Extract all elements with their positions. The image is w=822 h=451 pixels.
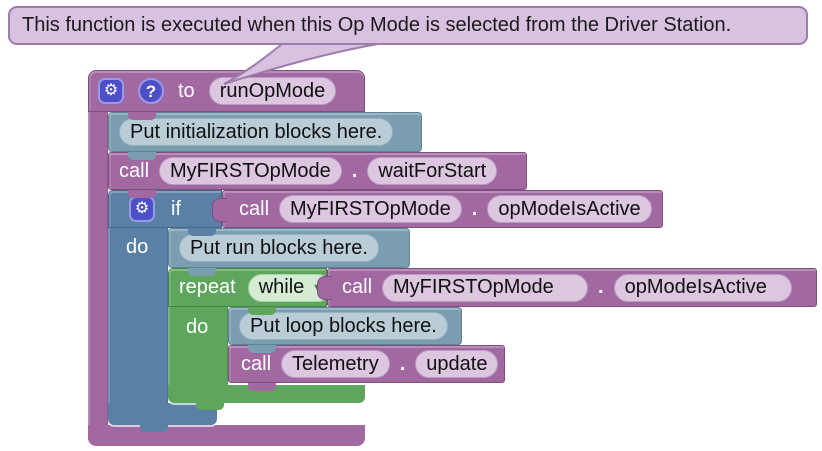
next-connector-notch [248, 345, 276, 353]
call-object-text: MyFIRSTOpMode [290, 197, 451, 220]
call-method-text: waitForStart [378, 159, 487, 182]
repeat-mode-text: while [258, 276, 305, 298]
call-keyword: call [119, 159, 150, 182]
comment-run-field[interactable]: Put run blocks here. [179, 234, 379, 262]
next-connector-notch [196, 401, 224, 410]
mutator-gear-icon[interactable]: ⚙ [98, 78, 124, 104]
help-icon[interactable]: ? [138, 78, 164, 104]
if-block-left-spine[interactable]: do [108, 228, 168, 403]
function-name-text: runOpMode [219, 79, 326, 102]
repeat-block-bottom-bar[interactable] [168, 385, 365, 403]
help-glyph: ? [145, 81, 157, 101]
next-connector-notch [248, 383, 276, 391]
call-block-opmodeisactive-while[interactable]: call MyFIRSTOpMode . opModeIsActive [317, 268, 817, 307]
comment-init-text: Put initialization blocks here. [130, 120, 383, 143]
call-object-text: Telemetry [292, 352, 379, 375]
call-separator: . [598, 276, 604, 298]
call-method-field[interactable]: opModeIsActive [487, 195, 652, 223]
comment-block-loop[interactable]: Put loop blocks here. [228, 307, 462, 345]
call-separator: . [351, 159, 358, 182]
next-connector-notch [128, 190, 156, 198]
value-plug-connector [212, 198, 227, 222]
next-connector-notch [128, 152, 156, 160]
call-separator: . [399, 352, 406, 375]
call-method-text: opModeIsActive [624, 276, 767, 298]
call-object-field[interactable]: Telemetry [281, 350, 390, 378]
call-keyword: call [342, 276, 373, 298]
call-method-field[interactable]: opModeIsActive [613, 273, 792, 302]
call-keyword: call [239, 197, 270, 220]
comment-block-init[interactable]: Put initialization blocks here. [108, 112, 422, 152]
function-block-header[interactable]: ⚙ ? to runOpMode [88, 70, 365, 112]
call-object-text: MyFIRSTOpMode [393, 276, 554, 298]
call-object-text: MyFIRSTOpMode [170, 159, 331, 182]
next-connector-notch [128, 112, 156, 120]
repeat-block-left-spine[interactable]: do [168, 307, 228, 385]
comment-loop-text: Put loop blocks here. [250, 314, 437, 337]
value-plug-connector [317, 276, 332, 300]
if-keyword-label: if [171, 197, 181, 220]
gear-glyph: ⚙ [103, 82, 119, 99]
call-method-text: update [426, 352, 488, 375]
function-name-field[interactable]: runOpMode [208, 77, 337, 105]
function-to-label: to [178, 79, 195, 102]
statement-input-notch [188, 228, 216, 236]
comment-loop-field[interactable]: Put loop blocks here. [239, 312, 448, 340]
call-block-waitforstart[interactable]: call MyFIRSTOpMode . waitForStart [108, 152, 527, 190]
call-separator: . [471, 197, 478, 220]
comment-run-text: Put run blocks here. [190, 236, 368, 259]
call-object-field[interactable]: MyFIRSTOpMode [159, 157, 342, 185]
gear-glyph: ⚙ [134, 200, 150, 217]
if-mutator-gear-icon[interactable]: ⚙ [129, 196, 155, 222]
call-method-text: opModeIsActive [498, 197, 641, 220]
call-method-field[interactable]: update [415, 350, 499, 378]
if-block-bottom-bar[interactable] [108, 403, 217, 425]
call-method-field[interactable]: waitForStart [367, 157, 498, 185]
call-block-opmodeisactive-if[interactable]: call MyFIRSTOpMode . opModeIsActive [212, 190, 663, 228]
comment-bubble[interactable]: This function is executed when this Op M… [8, 6, 808, 45]
call-object-field[interactable]: MyFIRSTOpMode [382, 273, 589, 302]
function-block-left-spine[interactable] [88, 112, 108, 425]
call-keyword: call [241, 352, 272, 375]
comment-init-field[interactable]: Put initialization blocks here. [119, 118, 394, 146]
repeat-do-label: do [186, 316, 209, 338]
call-object-field[interactable]: MyFIRSTOpMode [279, 195, 462, 223]
comment-text: This function is executed when this Op M… [22, 14, 732, 36]
statement-input-notch [248, 307, 276, 315]
if-block-header[interactable]: ⚙ if [108, 190, 222, 228]
next-connector-notch [140, 423, 168, 432]
if-do-label: do [126, 236, 149, 258]
next-connector-notch [188, 268, 216, 276]
function-block-bottom-bar[interactable] [88, 425, 365, 446]
repeat-keyword-label: repeat [179, 276, 236, 298]
